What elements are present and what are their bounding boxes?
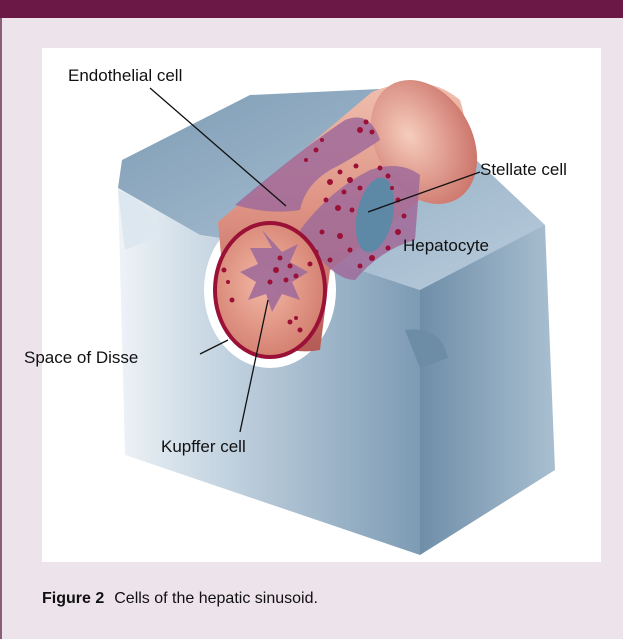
label-stellate-cell: Stellate cell bbox=[480, 160, 567, 180]
figure-caption: Figure 2 Cells of the hepatic sinusoid. bbox=[42, 590, 318, 608]
left-border bbox=[0, 18, 2, 639]
label-space-of-disse: Space of Disse bbox=[24, 348, 138, 368]
label-hepatocyte: Hepatocyte bbox=[403, 236, 489, 256]
label-endothelial-cell: Endothelial cell bbox=[68, 66, 182, 86]
hepatic-sinusoid-illustration bbox=[42, 48, 601, 562]
header-bar bbox=[0, 0, 623, 18]
label-kupffer-cell: Kupffer cell bbox=[161, 437, 246, 457]
caption-text: Cells of the hepatic sinusoid. bbox=[114, 590, 318, 607]
figure-panel: Endothelial cell Stellate cell Hepatocyt… bbox=[42, 48, 601, 562]
caption-number: Figure 2 bbox=[42, 590, 104, 607]
